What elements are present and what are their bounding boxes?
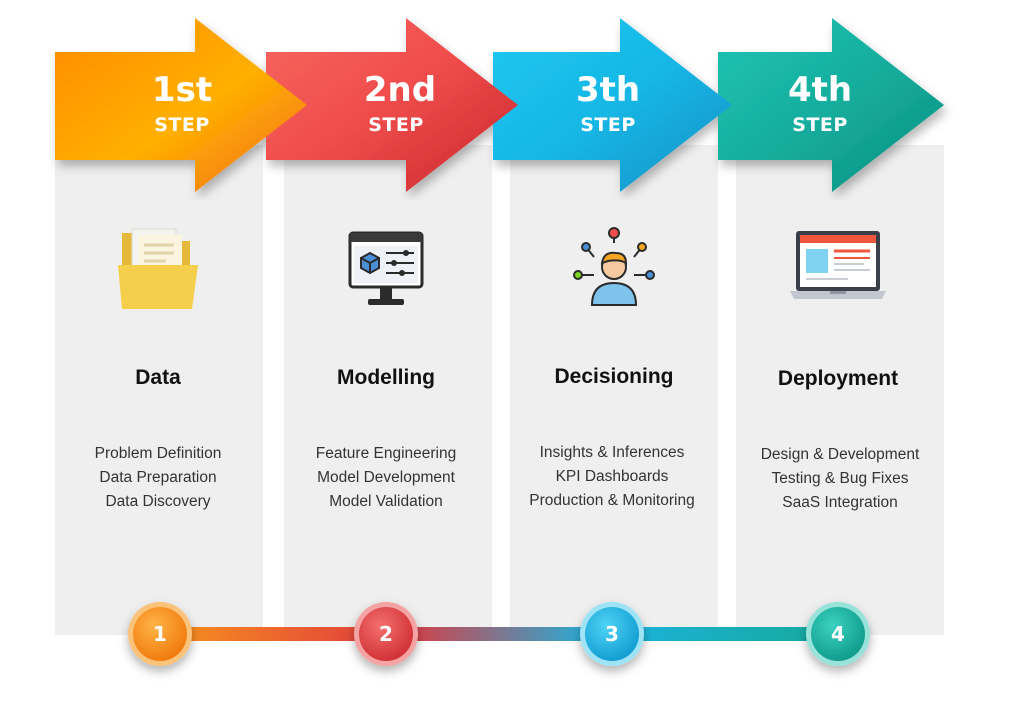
list-item: Feature Engineering	[315, 445, 457, 462]
list-item: Model Development	[317, 469, 455, 486]
step-4-word: STEP	[792, 114, 848, 136]
step-3-number: 3th	[575, 70, 641, 110]
timeline-bar	[160, 627, 838, 641]
step-4-title: Deployment	[777, 367, 899, 390]
step-2-items: Feature Engineering Model Development Mo…	[272, 442, 500, 514]
list-item: Production & Monitoring	[529, 492, 695, 509]
step-2-number: 2nd	[363, 70, 437, 110]
list-item: Problem Definition	[94, 445, 222, 462]
step-1-number: 1st	[151, 70, 213, 110]
arrow-3	[493, 18, 732, 192]
step-1-title: Data	[135, 366, 181, 389]
step-4-panel	[736, 145, 944, 635]
list-item: Data Discovery	[105, 493, 211, 510]
step-1-badge: 1	[153, 622, 167, 646]
folder-icon	[118, 228, 198, 309]
person-network-icon	[573, 227, 655, 306]
step-arrows	[55, 18, 944, 192]
step-1-word: STEP	[154, 114, 210, 136]
step-4-items: Design & Development Testing & Bug Fixes…	[726, 443, 954, 515]
step-2-word: STEP	[368, 114, 424, 136]
step-2-title: Modelling	[337, 366, 435, 389]
step-3-word: STEP	[580, 114, 636, 136]
list-item: KPI Dashboards	[555, 468, 669, 485]
list-item: Insights & Inferences	[539, 444, 685, 461]
step-3-panel	[510, 145, 718, 635]
arrow-1	[55, 18, 307, 192]
list-item: SaaS Integration	[782, 494, 898, 511]
step-3-items: Insights & Inferences KPI Dashboards Pro…	[498, 441, 726, 513]
arrow-2	[266, 18, 518, 192]
step-2-badge: 2	[379, 622, 393, 646]
list-item: Design & Development	[760, 446, 920, 463]
step-1-items: Problem Definition Data Preparation Data…	[44, 442, 272, 514]
laptop-webpage-icon	[790, 231, 886, 299]
list-item: Model Validation	[329, 493, 443, 510]
step-1-panel	[55, 145, 263, 635]
list-item: Testing & Bug Fixes	[771, 470, 909, 487]
list-item: Data Preparation	[99, 469, 217, 486]
step-4-number: 4th	[787, 70, 853, 110]
step-3-title: Decisioning	[554, 365, 674, 388]
step-3-badge: 3	[605, 622, 619, 646]
step-2-panel	[284, 145, 492, 635]
monitor-settings-icon	[348, 231, 424, 305]
step-4-badge: 4	[831, 622, 845, 646]
arrow-4	[718, 18, 944, 192]
